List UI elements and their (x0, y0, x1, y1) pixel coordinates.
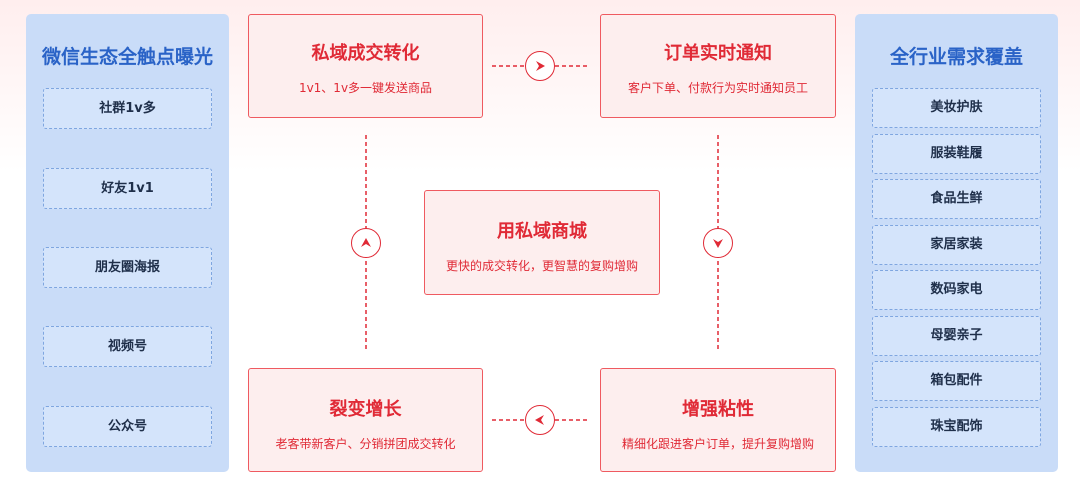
right-panel-item: 母婴亲子 (872, 316, 1041, 356)
left-panel-item: 好友1v1 (43, 168, 212, 209)
left-panel-item: 公众号 (43, 406, 212, 447)
box-title: 私域成交转化 (311, 43, 420, 64)
right-panel-item: 箱包配件 (872, 361, 1041, 401)
right-panel: 全行业需求覆盖 美妆护肤 服装鞋履 食品生鲜 家居家装 数码家电 母婴亲子 箱包… (855, 14, 1058, 472)
right-panel-item: 家居家装 (872, 225, 1041, 265)
box-fission-growth: 裂变增长 老客带新客户、分销拼团成交转化 (248, 368, 483, 472)
right-panel-item: 数码家电 (872, 270, 1041, 310)
box-desc: 1v1、1v多一键发送商品 (298, 81, 433, 95)
right-panel-title: 全行业需求覆盖 (889, 46, 1023, 68)
right-panel-item: 食品生鲜 (872, 179, 1041, 219)
right-panel-item: 服装鞋履 (872, 134, 1041, 174)
box-title: 增强粘性 (682, 399, 754, 420)
arrow-up-icon (351, 228, 381, 258)
left-panel-item: 视频号 (43, 326, 212, 367)
box-title: 订单实时通知 (664, 43, 772, 64)
left-panel-title: 微信生态全触点曝光 (41, 46, 213, 68)
left-panel: 微信生态全触点曝光 社群1v多 好友1v1 朋友圈海报 视频号 公众号 (26, 14, 229, 472)
arrow-left-icon (525, 405, 555, 435)
box-desc: 老客带新客户、分销拼团成交转化 (275, 437, 456, 451)
box-order-notification: 订单实时通知 客户下单、付款行为实时通知员工 (600, 14, 836, 118)
box-desc: 客户下单、付款行为实时通知员工 (627, 81, 808, 95)
box-private-mall: 用私域商城 更快的成交转化，更智慧的复购增购 (424, 190, 660, 295)
arrow-down-icon (703, 228, 733, 258)
box-desc: 精细化跟进客户订单，提升复购增购 (621, 437, 814, 451)
box-title: 用私域商城 (497, 221, 587, 242)
box-desc: 更快的成交转化，更智慧的复购增购 (445, 259, 638, 273)
right-panel-item: 珠宝配饰 (872, 407, 1041, 447)
right-panel-item: 美妆护肤 (872, 88, 1041, 128)
box-stickiness: 增强粘性 精细化跟进客户订单，提升复购增购 (600, 368, 836, 472)
box-private-conversion: 私域成交转化 1v1、1v多一键发送商品 (248, 14, 483, 118)
left-panel-item: 朋友圈海报 (43, 247, 212, 288)
arrow-right-icon (525, 51, 555, 81)
left-panel-item: 社群1v多 (43, 88, 212, 129)
box-title: 裂变增长 (329, 399, 402, 420)
